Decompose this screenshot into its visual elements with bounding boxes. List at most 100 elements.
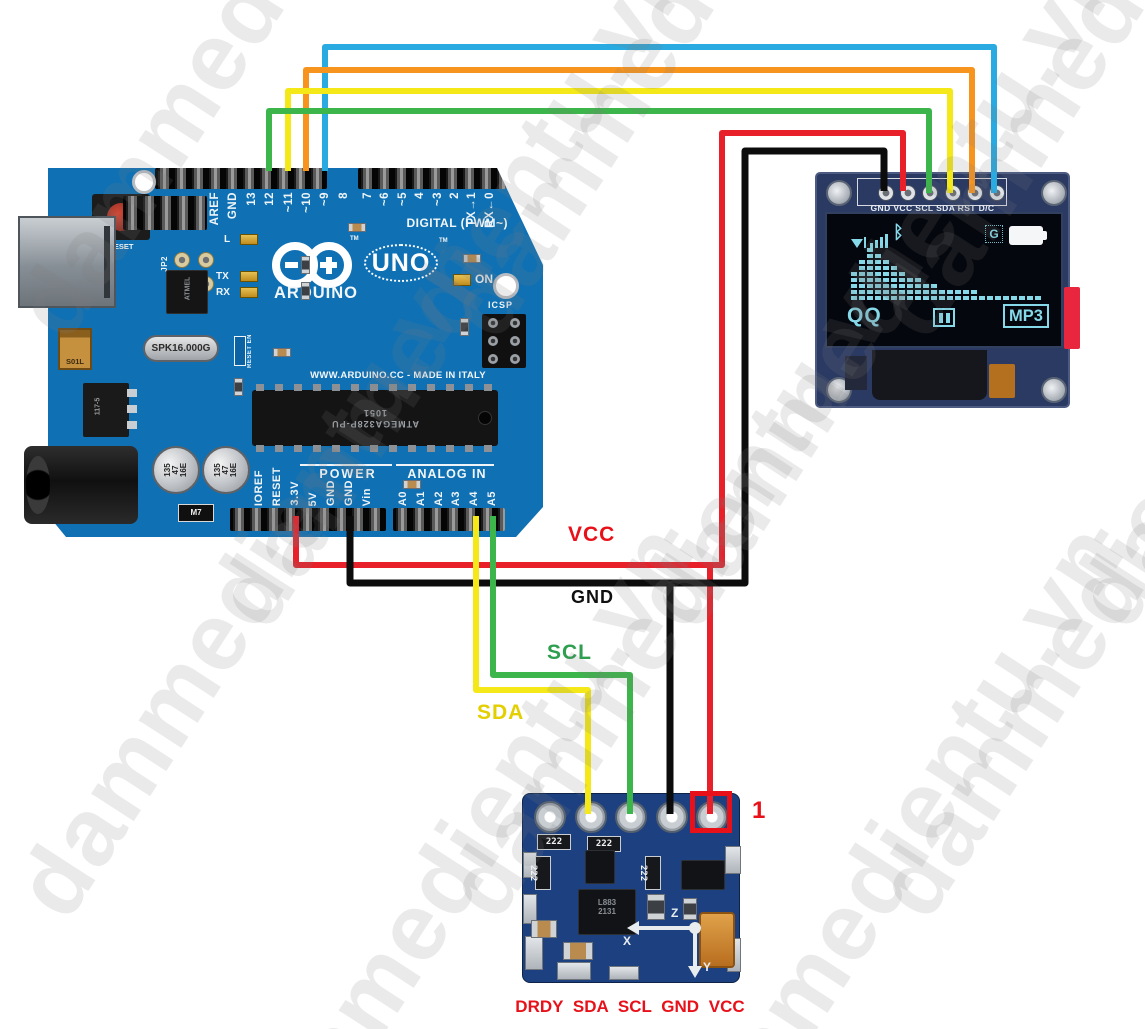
capacitor-smd <box>683 898 697 920</box>
mounting-hole <box>493 273 519 299</box>
eq-bar <box>883 260 889 300</box>
resistor-222: 222 <box>638 856 661 890</box>
module-pin-gnd <box>656 801 688 833</box>
pin1-highlight-box <box>690 791 732 833</box>
logo-plus <box>325 256 332 274</box>
wire-label-vcc: VCC <box>568 523 616 546</box>
usb-connector <box>18 216 116 308</box>
mounting-hole <box>132 170 156 194</box>
eq-bar <box>859 260 865 300</box>
module-pins-label: DRDY SDA SCL GND VCC <box>515 997 745 1016</box>
pin1-marker: 1 <box>752 797 766 824</box>
regulator-label: 117-5 <box>94 397 102 416</box>
module-pin-sda <box>575 801 607 833</box>
on-led <box>453 274 471 286</box>
model-label: UNO <box>364 244 438 282</box>
bluetooth-icon: ᛒ <box>893 222 904 243</box>
axis-x-line <box>637 926 693 930</box>
oled-mounting-hole <box>1041 377 1067 403</box>
passive-component <box>301 256 310 274</box>
rx-label: RX <box>216 287 230 298</box>
resistor-222: 222 <box>537 834 571 850</box>
solder-pad <box>525 936 543 970</box>
eq-bar <box>931 284 937 300</box>
eq-bar <box>891 266 897 300</box>
wire-label-sda: SDA <box>477 701 525 724</box>
power-jack <box>24 446 138 524</box>
eq-bar <box>1019 296 1025 300</box>
regulator-leg <box>127 389 137 397</box>
equalizer-bars <box>851 244 1051 300</box>
resonator: S01L <box>58 328 92 370</box>
usb-interface-chip: ATMEL <box>166 270 208 314</box>
trademark: TM <box>350 236 359 242</box>
solder-pad <box>609 966 639 980</box>
oled-display-board: GND VCC SCL SDA RST D/C ᛒ G QQ <box>815 172 1080 408</box>
capacitor-smd <box>563 942 593 960</box>
solder-pad <box>557 962 591 980</box>
eq-bar <box>963 290 969 300</box>
solder-pad <box>725 846 741 874</box>
silkscreen-line <box>300 464 392 466</box>
passive-component <box>463 254 481 263</box>
eq-bar <box>875 254 881 300</box>
jp2-pad <box>198 252 214 268</box>
eq-bar <box>907 278 913 300</box>
jp2-header <box>123 196 207 230</box>
pause-icon <box>933 308 955 327</box>
power-jack-opening <box>26 456 50 514</box>
flex-pad <box>845 356 867 390</box>
tx-label: TX <box>216 271 229 282</box>
capacitor-smd <box>531 920 557 938</box>
eq-bar <box>939 290 945 300</box>
module-pin-drdy <box>534 801 566 833</box>
digital-header-label: DIGITAL (PWM~) <box>406 216 508 230</box>
eq-bar <box>923 284 929 300</box>
passive-component <box>348 223 366 232</box>
power-header <box>230 508 386 531</box>
oled-pin-row-label: GND VCC SCL SDA RST D/C <box>870 203 995 213</box>
passive-component <box>403 480 421 489</box>
oled-screen: ᛒ G QQ MP3 <box>825 212 1063 348</box>
axis-x-arrow <box>627 921 639 935</box>
jp2-pad <box>174 252 190 268</box>
rx-led <box>240 287 258 298</box>
wire-label-gnd: GND <box>571 587 614 607</box>
usb-chip-label: ATMEL <box>184 276 192 301</box>
axis-x-label: X <box>623 934 632 948</box>
module-pin-scl <box>615 801 647 833</box>
eq-bar <box>915 278 921 300</box>
silkscreen-line <box>396 464 494 466</box>
mp3-badge: MP3 <box>1003 304 1049 328</box>
flex-connector <box>872 350 987 400</box>
eq-bar <box>1003 296 1009 300</box>
wire-label-scl: SCL <box>547 641 592 664</box>
oled-pin-scl <box>922 185 938 201</box>
chip-dimple <box>478 411 492 425</box>
brand-label: ARDUINO <box>274 284 358 302</box>
g-badge-icon: G <box>985 225 1003 243</box>
digital-header-right <box>358 168 506 189</box>
www-label: WWW.ARDUINO.CC - MADE IN ITALY <box>310 370 486 381</box>
reset-label: RESET <box>108 242 134 251</box>
logo-minus <box>285 262 298 268</box>
passive-component <box>273 348 291 357</box>
trademark: TM <box>439 238 448 244</box>
l-led-label: L <box>224 234 231 245</box>
eq-bar <box>899 272 905 300</box>
solder-pad <box>523 894 537 924</box>
icsp-label: ICSP <box>488 300 514 310</box>
battery-icon <box>1009 226 1047 245</box>
resistor-222: 222 <box>528 856 551 890</box>
tantalum-capacitor <box>699 912 735 968</box>
axis-origin-dot <box>689 922 701 934</box>
capacitor-smd <box>647 894 665 920</box>
